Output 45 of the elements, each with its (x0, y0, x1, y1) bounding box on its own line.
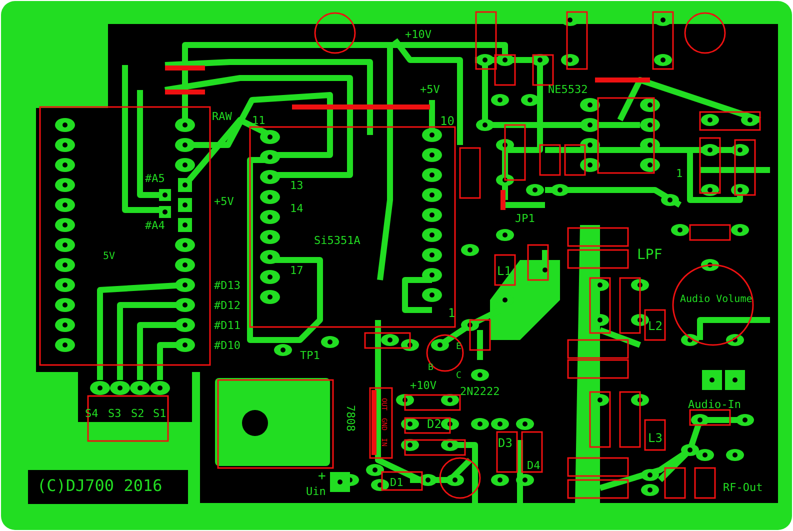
component-label: 2N2222 (460, 386, 500, 397)
module-label: Si5351A (314, 235, 360, 246)
pin-label: #A5 (145, 173, 165, 184)
connector-label: Uin (306, 486, 326, 497)
pin-label: 11 (252, 115, 266, 126)
pin-label: C (456, 372, 462, 381)
pin-label: S2 (131, 408, 144, 419)
pin-label: #A4 (145, 220, 165, 231)
test-point-label: TP1 (300, 350, 320, 361)
pin-label: 17 (290, 265, 304, 276)
pin-label: 10 (440, 115, 454, 127)
pin-label: E (456, 343, 462, 352)
component-label: D1 (390, 477, 404, 488)
pin-label: 1 (676, 168, 683, 179)
connector-label: RF-Out (723, 482, 763, 493)
voltage-label: +10V (410, 380, 436, 391)
pin-label: #D11 (214, 320, 240, 331)
pin-label: #D13 (214, 280, 240, 291)
pin-label: 1 (448, 307, 456, 319)
component-label: D4 (527, 460, 540, 471)
board-label: LPF (637, 248, 662, 262)
voltage-label: +5V (420, 84, 440, 95)
pin-label: #D10 (214, 340, 240, 351)
pin-label: 13 (290, 180, 304, 191)
component-label: NE5532 (548, 84, 588, 95)
copyright-label: (C)DJ700 2016 (37, 478, 162, 494)
component-label: L1 (497, 265, 512, 277)
pin-label: B (428, 364, 434, 373)
pin-label: S3 (108, 408, 122, 419)
pin-label: RAW (212, 111, 232, 122)
component-label: L2 (648, 320, 662, 332)
voltage-label: +5V (214, 196, 234, 207)
module-label: 5V (103, 252, 116, 262)
voltage-label: +10V (405, 29, 432, 40)
connector-label: Audio Volume (680, 295, 752, 305)
component-label: 7808 (345, 405, 356, 432)
pin-label: 14 (290, 203, 304, 214)
pin-label: #D12 (214, 300, 240, 311)
connector-label: Audio-In (688, 399, 741, 410)
component-label: D2 (427, 418, 442, 430)
pin-label: S1 (153, 408, 166, 419)
polarity-label: + (318, 470, 326, 483)
component-label: L3 (648, 432, 662, 444)
component-label: JP1 (515, 213, 535, 224)
component-label: D3 (498, 437, 512, 449)
